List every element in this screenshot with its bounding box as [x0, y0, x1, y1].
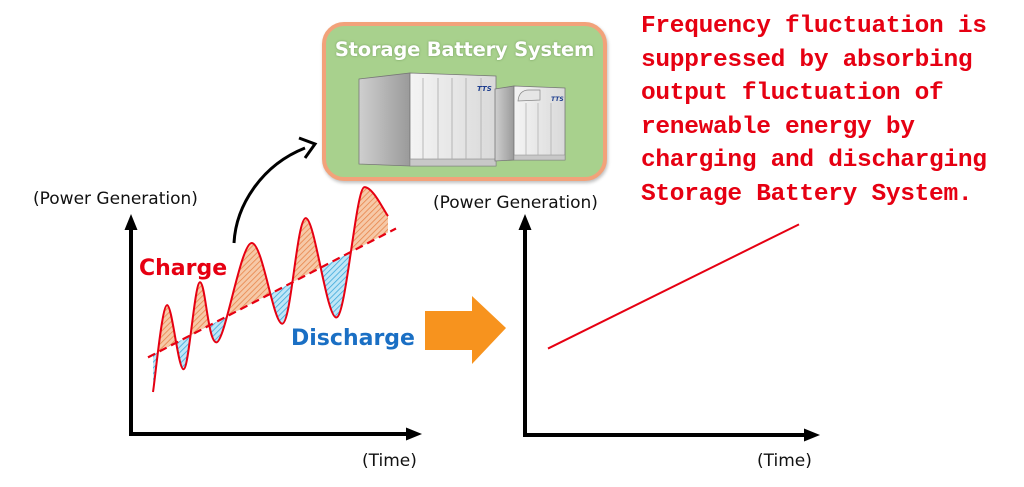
left-chart	[124, 186, 422, 441]
left-y-axis-arrowhead	[124, 214, 138, 230]
right-y-axis-arrowhead	[518, 214, 532, 230]
battery-containers-illustration: TTS TTS	[358, 72, 566, 167]
fluctuating-output-line	[152, 186, 389, 393]
curved-arrow-head	[298, 136, 318, 159]
left-x-axis-arrowhead	[406, 427, 422, 441]
discharge-area	[153, 187, 388, 393]
right-x-axis-arrowhead	[804, 428, 820, 442]
description-line: suppressed by absorbing	[641, 46, 973, 74]
description-line: Frequency fluctuation is	[641, 13, 987, 40]
vent-hood	[517, 89, 541, 102]
tts-logo: TTS	[551, 96, 564, 103]
description-line: output fluctuation of	[641, 80, 944, 108]
left-x-axis-label: (Time)	[362, 451, 417, 471]
right-chart	[518, 214, 820, 442]
curved-arrow-to-battery	[232, 146, 306, 244]
battery-container-small: TTS	[494, 85, 566, 162]
description-line: Storage Battery System.	[641, 180, 973, 208]
battery-container-large: TTS	[358, 72, 497, 167]
discharge-label: Discharge	[291, 326, 415, 351]
storage-battery-box: Storage Battery System TTS	[322, 22, 607, 181]
smoothed-output-line	[547, 223, 800, 350]
transition-arrow	[425, 296, 506, 364]
right-y-axis-label: (Power Generation)	[433, 193, 598, 213]
trend-dashed-line	[147, 227, 397, 359]
description-text: Frequency fluctuation is suppressed by a…	[641, 10, 1021, 212]
storage-battery-title: Storage Battery System	[334, 38, 595, 61]
left-y-axis-label: (Power Generation)	[33, 189, 198, 209]
charge-label: Charge	[139, 256, 228, 281]
tts-logo: TTS	[477, 85, 492, 93]
description-line: charging and discharging	[641, 147, 987, 175]
right-x-axis-label: (Time)	[757, 451, 812, 471]
description-line: renewable energy by	[641, 113, 915, 141]
charge-area	[153, 187, 388, 393]
